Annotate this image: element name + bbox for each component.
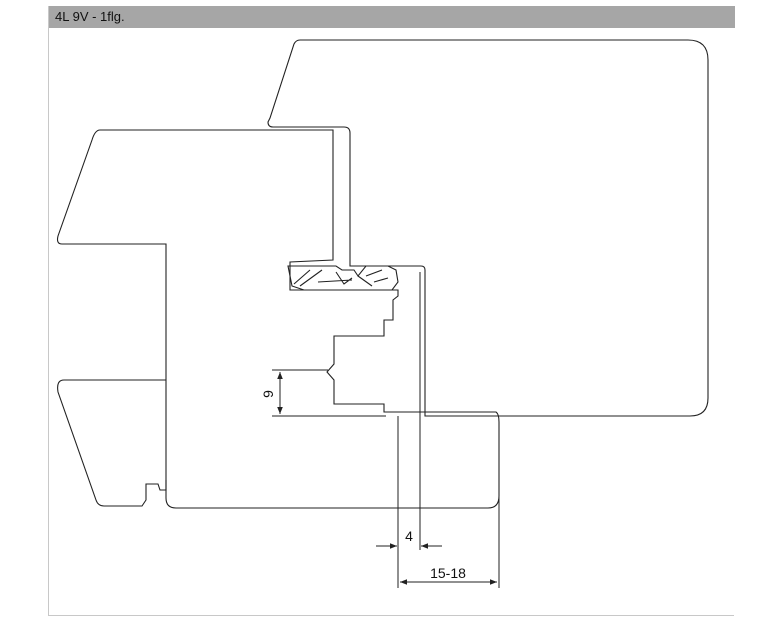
frame-upper-profile: [56, 129, 500, 509]
diagram-title: 4L 9V - 1flg.: [55, 9, 125, 24]
seal-profile: [287, 265, 399, 291]
header-bar: 4L 9V - 1flg.: [49, 6, 735, 28]
dim-label-gap: 4: [405, 528, 413, 544]
frame-lower-profile: [57, 379, 167, 507]
seal-detail: [293, 269, 389, 287]
dim-label-seal-height: 9: [260, 390, 276, 398]
diagram-frame: 4L 9V - 1flg.: [48, 6, 735, 616]
dim-label-rebate-range: 15-18: [430, 565, 466, 581]
